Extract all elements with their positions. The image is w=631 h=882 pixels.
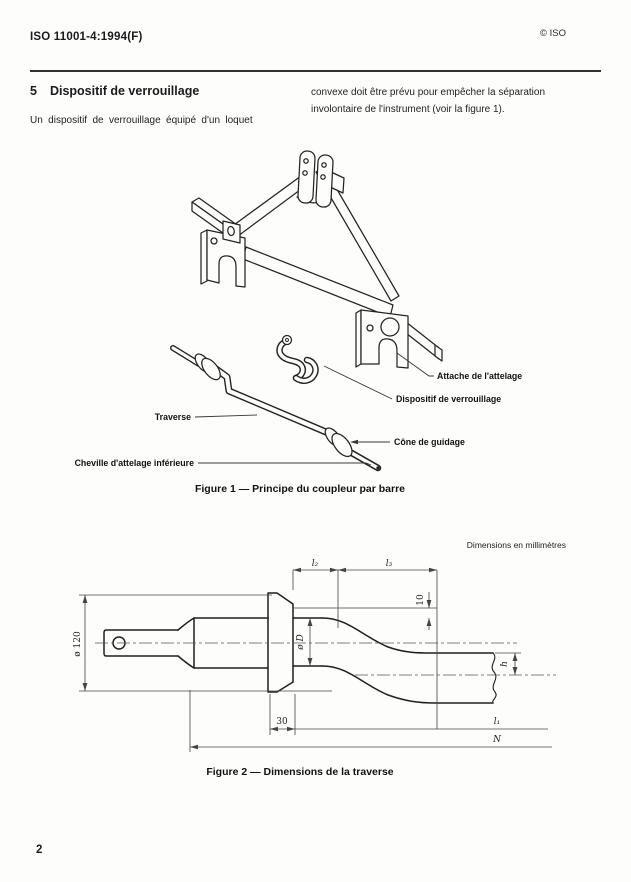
top-clevis (296, 150, 345, 208)
section-heading: 5 Dispositif de verrouillage (30, 84, 199, 98)
label-attache: Attache de l'attelage (437, 371, 522, 381)
label-verrouillage: Dispositif de verrouillage (396, 394, 501, 404)
leader-verrouillage (323, 365, 393, 400)
figure2-drawing: l₂ l₃ 10 ø 120 ø D h 30 l₁ N (73, 559, 556, 752)
section-number: 5 (30, 84, 37, 98)
dimensions-note: Dimensions en millimètres (466, 540, 566, 550)
body-column-left: Un dispositif de verrouillage équipé d'u… (30, 115, 253, 126)
locking-latch (276, 334, 319, 384)
label-traverse: Traverse (155, 412, 191, 422)
leader-cheville (198, 462, 372, 466)
figure1-drawing: Attache de l'attelage Dispositif de verr… (75, 150, 522, 472)
leader-traverse (194, 414, 258, 418)
label-cheville: Cheville d'attelage inférieure (75, 458, 195, 468)
dim-10: 10 (416, 594, 426, 606)
dim-h: h (500, 661, 510, 667)
dim-dia120: ø 120 (73, 631, 83, 657)
right-hook-plate (355, 309, 443, 369)
figure1-caption: Figure 1 — Principe du coupleur par barr… (194, 483, 406, 495)
dim-l3: l₃ (386, 559, 393, 569)
label-cone: Cône de guidage (394, 437, 465, 447)
leader-cone-arrow (350, 439, 358, 445)
figure2-caption: Figure 2 — Dimensions de la traverse (206, 766, 394, 778)
traverse-section-outline (103, 592, 497, 704)
traverse-bar (170, 345, 382, 472)
section-title: Dispositif de verrouillage (49, 84, 200, 98)
dim-l1: l₁ (494, 717, 501, 727)
header-rule (30, 70, 601, 72)
copyright-notice: © ISO (539, 28, 566, 39)
body-column-right: convexe doit être prévu pour empêcher la… (311, 85, 573, 118)
iso-reference: ISO 11001-4:1994(F) (30, 31, 143, 43)
body-right-line1: convexe doit être prévu pour empêcher la… (311, 87, 546, 98)
dimension-lines (79, 567, 552, 752)
dim-N: N (492, 735, 502, 745)
left-hook-plate (200, 220, 246, 288)
centerlines (95, 642, 556, 676)
dim-30: 30 (276, 717, 288, 727)
body-right-line2: involontaire de l'instrument (voir la fi… (311, 103, 505, 115)
leader-attache (396, 352, 434, 377)
dim-diaD: ø D (296, 634, 306, 651)
dim-l2: l₂ (312, 559, 319, 569)
page-number: 2 (36, 844, 43, 856)
